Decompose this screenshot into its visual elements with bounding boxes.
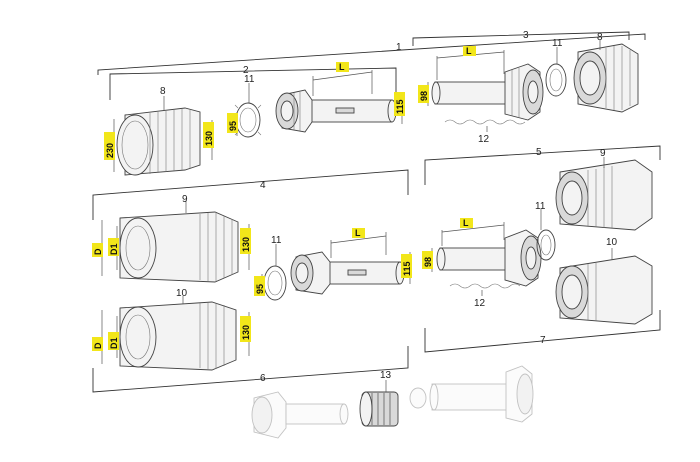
dim-D-bottom: D <box>93 342 103 349</box>
dim-highlight-D-bottom <box>92 337 103 351</box>
callout-11-top-right: 11 <box>552 38 563 49</box>
dim-highlight-98-top <box>418 85 429 103</box>
dim-highlight-95-top <box>227 113 238 133</box>
callout-2: 2 <box>243 65 249 76</box>
bellows-part-13: 13 <box>359 370 399 427</box>
dim-highlight-D1-middle <box>108 238 119 256</box>
callout-5: 5 <box>536 147 542 158</box>
callout-3: 3 <box>523 30 529 41</box>
dim-130-top: 130 <box>204 131 214 146</box>
group-bracket-7: 7 <box>424 310 661 353</box>
dim-115-middle: 115 <box>402 261 412 276</box>
callout-4: 4 <box>260 180 266 191</box>
clamp-ring-11-top: 11 95 <box>227 74 262 138</box>
faded-assembly-left <box>251 391 349 439</box>
faded-assembly-right <box>409 365 534 423</box>
callout-8-top-left: 8 <box>160 86 166 97</box>
shield-tube-part-9-right: 9 <box>555 148 653 231</box>
dim-L-middle-2: L <box>463 218 469 228</box>
clamp-ring-11-middle-right: 11 <box>535 201 556 261</box>
dim-highlight-L-top-1 <box>336 62 349 72</box>
dim-98-top: 98 <box>419 91 429 101</box>
callout-1: 1 <box>396 42 402 53</box>
group-bracket-4: 4 <box>92 169 409 220</box>
dim-highlight-130-bottom <box>240 316 251 342</box>
dim-highlight-D1-bottom <box>108 332 119 350</box>
callout-13: 13 <box>380 370 392 381</box>
callout-6: 6 <box>260 373 266 384</box>
shield-cone-part-2-top: L 115 <box>275 62 405 133</box>
safety-chain-12-top <box>444 119 526 125</box>
dim-highlight-130-middle <box>240 228 251 254</box>
dim-highlight-115-top <box>394 92 405 116</box>
dim-highlight-L-middle-2 <box>460 218 473 228</box>
group-bracket-2: 2 <box>109 65 397 100</box>
dim-L-top-2: L <box>466 46 472 56</box>
callout-10-bottom: 10 <box>176 288 188 299</box>
dim-D1-middle: D1 <box>109 243 119 255</box>
shield-tube-part-10-right: 10 <box>555 237 653 325</box>
callout-11-middle-right: 11 <box>535 201 546 212</box>
shield-cone-part-4-middle: L 115 <box>290 228 412 295</box>
dim-highlight-230 <box>104 132 115 160</box>
dim-230: 230 <box>105 143 115 158</box>
callout-12-middle: 12 <box>474 298 486 309</box>
dim-115-top: 115 <box>395 99 405 114</box>
group-bracket-5: 5 <box>424 145 661 185</box>
shield-tube-part-9-middle: 9 D D1 130 <box>92 194 251 283</box>
safety-chain-12-middle <box>449 283 521 289</box>
callout-8-top-right: 8 <box>597 32 603 43</box>
dim-D-middle: D <box>93 248 103 255</box>
shield-cone-part-3-top: L 98 12 <box>418 46 544 145</box>
shield-tube-part-10-bottom: 10 D D1 130 <box>92 288 251 371</box>
callout-9-right: 9 <box>600 148 606 159</box>
dim-highlight-95-middle <box>254 276 265 296</box>
group-bracket-1: 1 <box>97 33 646 75</box>
clamp-ring-11-top-right: 11 <box>545 38 567 97</box>
dim-highlight-130-top <box>203 122 214 148</box>
dim-L-middle-1: L <box>355 228 361 238</box>
callout-12-top: 12 <box>478 134 490 145</box>
dim-130-middle: 130 <box>241 237 251 252</box>
bellows-part-8-top: 8 230 130 <box>104 86 214 176</box>
dim-95-top: 95 <box>228 121 238 131</box>
callout-11-middle-left: 11 <box>271 235 282 246</box>
dim-95-middle: 95 <box>255 284 265 294</box>
group-bracket-3: 3 <box>412 30 630 46</box>
callout-9-middle: 9 <box>182 194 188 205</box>
callout-11-top-left: 11 <box>244 74 255 85</box>
dim-L-top-1: L <box>339 62 345 72</box>
dim-highlight-D-middle <box>92 243 103 257</box>
callout-7: 7 <box>540 335 546 346</box>
clamp-ring-11-middle: 11 95 <box>254 235 287 301</box>
dim-130-bottom: 130 <box>241 325 251 340</box>
dim-D1-bottom: D1 <box>109 337 119 349</box>
dim-highlight-L-top-2 <box>463 46 476 56</box>
dim-highlight-L-middle-1 <box>352 228 365 238</box>
bellows-part-8-top-right: 8 <box>573 32 639 113</box>
dim-highlight-115-middle <box>401 254 412 278</box>
dim-98-middle: 98 <box>423 257 433 267</box>
dim-highlight-98-middle <box>422 251 433 269</box>
group-bracket-6: 6 <box>92 346 409 393</box>
shield-cone-part-5-middle: L 98 12 <box>422 218 542 309</box>
callout-10-right: 10 <box>606 237 618 248</box>
